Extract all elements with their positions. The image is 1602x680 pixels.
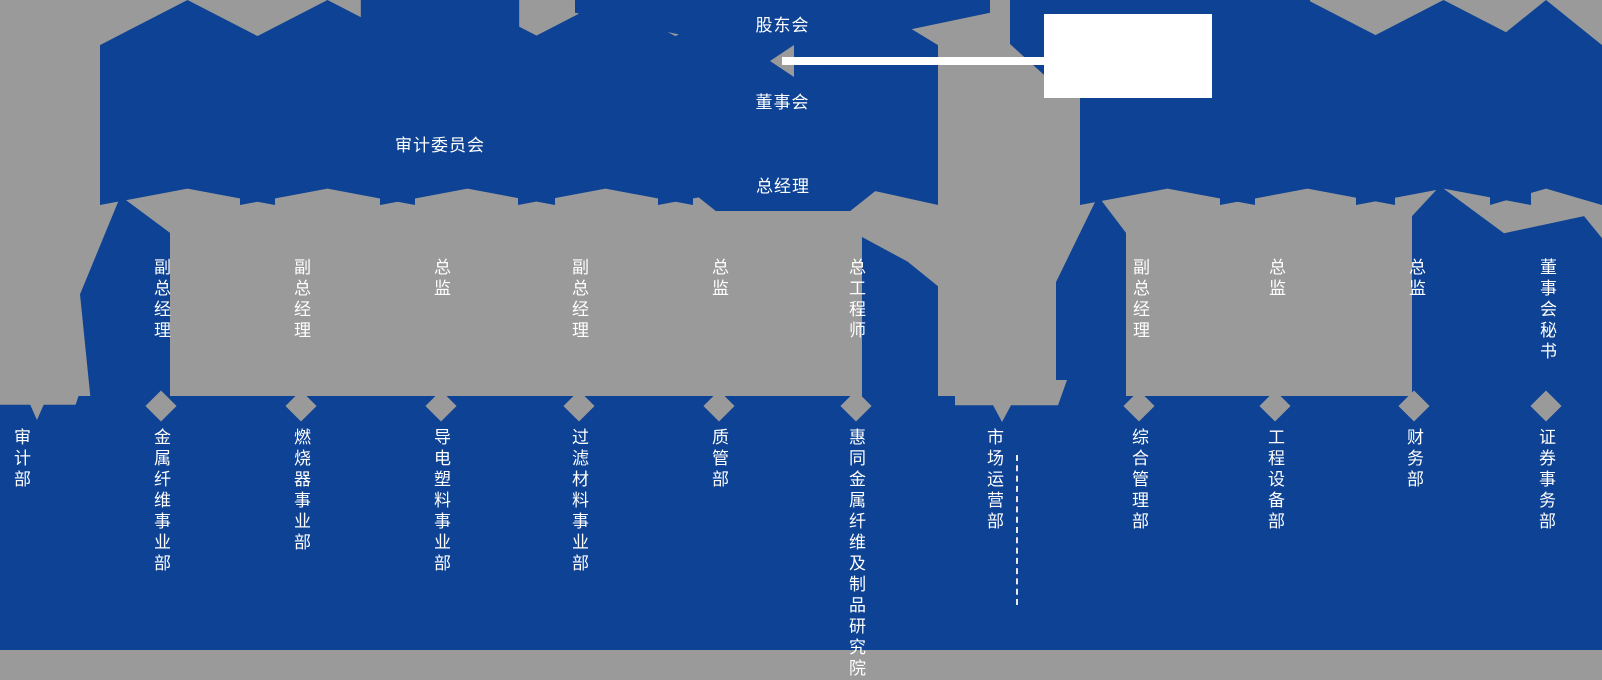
management-label-deputy-gm-1: 副总经理 (151, 258, 171, 342)
node-board-of-directors-label: 董事会 (755, 93, 810, 112)
department-label-metal-fiber-division[interactable]: 金属纤维事业部 (151, 428, 171, 575)
management-band-left-endcap (862, 237, 938, 401)
management-label-board-secretary: 董事会秘书 (1537, 258, 1557, 363)
management-label-director-2: 总监 (709, 258, 729, 300)
department-label-quality-management[interactable]: 质管部 (709, 428, 729, 491)
department-label-market-operations[interactable]: 市场运营部 (984, 428, 1004, 533)
management-label-director-1: 总监 (431, 258, 451, 300)
management-band-right-startcap (1056, 196, 1126, 401)
department-band (0, 396, 1602, 650)
callout-box[interactable] (1044, 14, 1212, 98)
department-label-general-management[interactable]: 综合管理部 (1129, 428, 1149, 533)
department-label-filter-materials-division[interactable]: 过滤材料事业部 (569, 428, 589, 575)
department-label-audit[interactable]: 审计部 (11, 428, 31, 491)
callout-connector-line (782, 57, 1052, 65)
management-label-director-4: 总监 (1406, 258, 1426, 300)
department-label-engineering-equipment[interactable]: 工程设备部 (1265, 428, 1285, 533)
node-audit-committee-label: 审计委员会 (395, 136, 485, 155)
management-label-deputy-gm-4: 副总经理 (1130, 258, 1150, 342)
department-label-conductive-plastics-division[interactable]: 导电塑料事业部 (431, 428, 451, 575)
management-band-right-endcap (1412, 186, 1602, 401)
node-general-manager-label: 总经理 (756, 177, 810, 196)
department-label-finance[interactable]: 财务部 (1404, 428, 1424, 491)
node-shareholders-meeting-label: 股东会 (755, 16, 810, 35)
node-general-manager[interactable] (678, 151, 888, 211)
node-audit-committee[interactable] (350, 0, 530, 180)
department-label-securities-affairs[interactable]: 证券事务部 (1536, 428, 1556, 533)
management-label-chief-engineer: 总工程师 (846, 258, 866, 342)
department-label-burner-division[interactable]: 燃烧器事业部 (291, 428, 311, 554)
management-label-deputy-gm-3: 副总经理 (569, 258, 589, 342)
dashed-divider (1016, 455, 1018, 605)
management-label-deputy-gm-2: 副总经理 (291, 258, 311, 342)
management-label-director-3: 总监 (1266, 258, 1286, 300)
management-node[interactable] (1490, 0, 1602, 205)
department-label-research-institute[interactable]: 惠同金属纤维及制品研究院 (846, 428, 866, 680)
